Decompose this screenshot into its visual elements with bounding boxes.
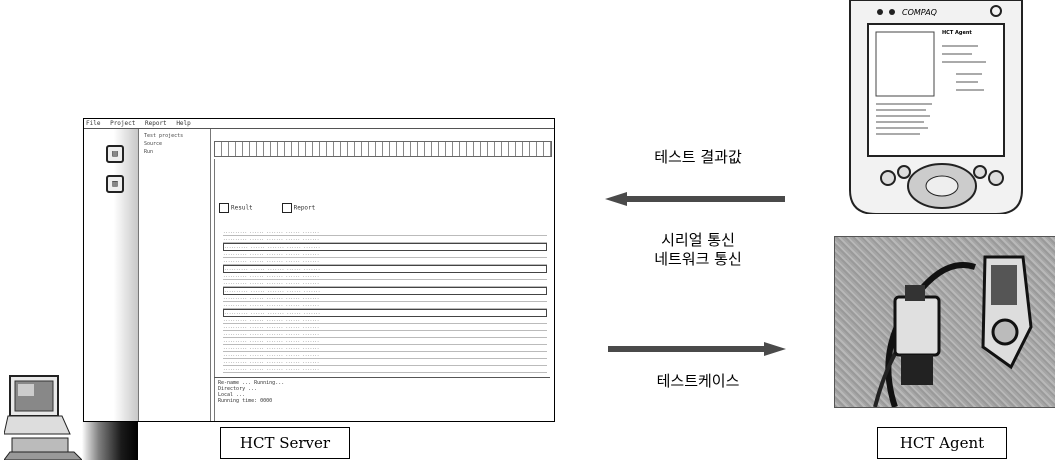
report-options: Result Report — [219, 203, 315, 213]
result-value-label: 테스트 결과값 — [654, 148, 742, 166]
table-row[interactable]: .......... ...... ....... ...... ....... — [223, 243, 547, 251]
log-area: Re-name ... Running... Directory ... Loc… — [214, 377, 550, 411]
result-panel: Result Report .......... ...... ....... … — [214, 159, 551, 421]
table-row[interactable]: .......... ...... ....... ...... ....... — [223, 258, 547, 265]
table-row[interactable]: .......... ...... ....... ...... ....... — [223, 338, 547, 345]
menu-bar: File Project Report Help — [84, 119, 554, 129]
table-row[interactable]: .......... ...... ....... ...... ....... — [223, 352, 547, 359]
project-tree: Test projects Source Run — [140, 129, 211, 421]
table-row[interactable]: .......... ...... ....... ...... ....... — [223, 265, 547, 273]
handset-and-cable-icon — [873, 255, 1033, 407]
table-row[interactable]: .......... ...... ....... ...... ....... — [223, 309, 547, 317]
log-line: Directory ... — [218, 386, 258, 392]
serial-comm-label: 시리얼 통신 — [661, 231, 735, 249]
result-radio[interactable] — [219, 203, 229, 213]
menu-file[interactable]: File — [86, 120, 101, 127]
table-row[interactable]: .......... ...... ....... ...... ....... — [223, 280, 547, 287]
toolbar — [214, 141, 552, 157]
pda-brand: COMPAQ — [902, 8, 937, 17]
table-row[interactable]: .......... ...... ....... ...... ....... — [223, 331, 547, 338]
table-row[interactable]: .......... ...... ....... ...... ....... — [223, 324, 547, 331]
table-row[interactable]: .......... ...... ....... ...... ....... — [223, 302, 547, 309]
table-row[interactable]: .......... ...... ....... ...... ....... — [223, 287, 547, 295]
shortcut-panel: ▤ ▥ — [84, 129, 139, 421]
log-line: Local ... — [218, 392, 246, 398]
pda-device-icon — [849, 0, 1023, 214]
right-arrow-icon — [608, 342, 786, 356]
log-line: Running time: 0000 — [218, 398, 273, 404]
table-row[interactable]: .......... ...... ....... ...... ....... — [223, 236, 547, 243]
pda-screen-title: HCT Agent — [942, 30, 972, 36]
table-row[interactable]: .......... ...... ....... ...... ....... — [223, 359, 547, 366]
tree-item[interactable]: Source — [144, 141, 163, 147]
table-row[interactable]: .......... ...... ....... ...... ....... — [223, 273, 547, 280]
table-row[interactable]: .......... ...... ....... ...... ....... — [223, 295, 547, 302]
result-option-label: Result — [231, 204, 253, 212]
crt-monitor-icon — [4, 375, 82, 460]
tree-item[interactable]: Run — [144, 149, 154, 155]
tree-item[interactable]: Test projects — [144, 133, 184, 139]
report-icon[interactable]: ▥ — [106, 175, 124, 193]
left-arrow-icon — [605, 192, 785, 206]
server-screen: File Project Report Help ▤ ▥ Test projec… — [83, 118, 555, 422]
table-row[interactable]: .......... ...... ....... ...... ....... — [223, 345, 547, 352]
log-line: Re-name ... Running... — [218, 380, 285, 386]
table-row[interactable]: .......... ...... ....... ...... ....... — [223, 317, 547, 324]
hct-server-label: HCT Server — [220, 427, 350, 459]
report-radio[interactable] — [281, 203, 292, 213]
table-row[interactable]: .......... ...... ....... ...... ....... — [223, 366, 547, 373]
result-table: .......... ...... ....... ...... .......… — [223, 229, 547, 373]
test-case-label: 테스트케이스 — [656, 372, 740, 390]
menu-report[interactable]: Report — [145, 120, 167, 127]
network-comm-label: 네트워크 통신 — [654, 250, 742, 268]
table-row[interactable]: .......... ...... ....... ...... ....... — [223, 251, 547, 258]
agent-device-photo — [834, 236, 1055, 408]
pointer-arrow-icon — [553, 255, 555, 315]
hct-agent-label: HCT Agent — [877, 427, 1007, 459]
report-option-label: Report — [293, 204, 316, 212]
table-row[interactable]: .......... ...... ....... ...... ....... — [223, 229, 547, 236]
project-icon[interactable]: ▤ — [106, 145, 124, 163]
menu-help[interactable]: Help — [176, 120, 191, 127]
menu-project[interactable]: Project — [110, 120, 136, 127]
